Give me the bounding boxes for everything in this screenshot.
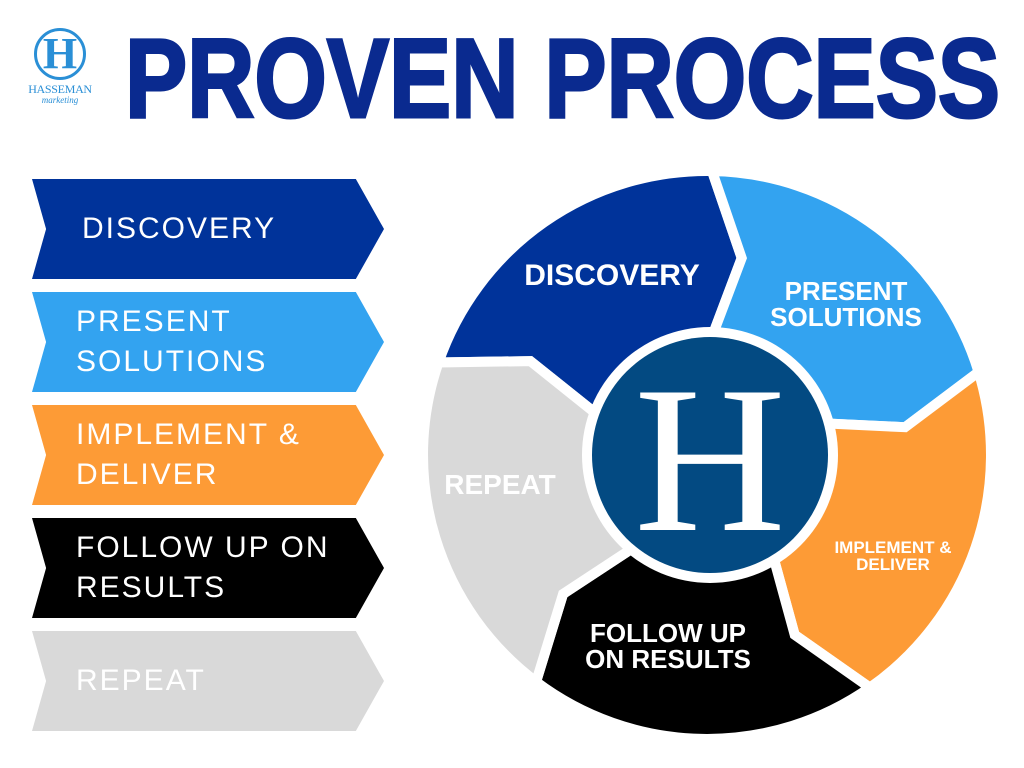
step-label: DELIVER — [76, 458, 219, 491]
step-label: PRESENT — [76, 305, 232, 338]
logo-sub: marketing — [41, 95, 79, 105]
step-label: FOLLOW UP ON — [76, 531, 330, 564]
wheel-label-present: PRESENT — [785, 276, 908, 306]
step-label: DISCOVERY — [82, 212, 277, 245]
step-label: SOLUTIONS — [76, 345, 268, 378]
step-present-solutions: PRESENT SOLUTIONS — [32, 292, 384, 392]
wheel-label-deliver: DELIVER — [856, 555, 930, 574]
step-discovery: DISCOVERY — [32, 179, 384, 279]
step-label: IMPLEMENT & — [76, 418, 301, 451]
title-text: PROVEN PROCESS — [125, 20, 1000, 130]
wheel-label-results: ON RESULTS — [585, 644, 751, 674]
wheel-label-follow: FOLLOW UP — [590, 618, 746, 648]
step-follow-up: FOLLOW UP ON RESULTS — [32, 518, 384, 618]
center-h-icon: H — [634, 344, 786, 576]
step-label: RESULTS — [76, 571, 227, 604]
wheel-label-implement: IMPLEMENT & — [834, 538, 951, 557]
logo-name: HASSEMAN — [28, 82, 92, 96]
page-title: PROVEN PROCESS — [124, 20, 1002, 130]
center-logo — [592, 337, 828, 573]
logo-h-icon: H — [34, 28, 86, 80]
hasseman-logo: H HASSEMAN marketing — [28, 28, 92, 105]
step-repeat: REPEAT — [32, 631, 384, 731]
wheel-label-discovery: DISCOVERY — [524, 259, 700, 292]
wheel-label-solutions: SOLUTIONS — [770, 302, 922, 332]
step-label: REPEAT — [76, 664, 206, 697]
logo-letter: H — [42, 29, 78, 78]
wheel-label-repeat: REPEAT — [444, 469, 556, 500]
step-implement-deliver: IMPLEMENT & DELIVER — [32, 405, 384, 505]
